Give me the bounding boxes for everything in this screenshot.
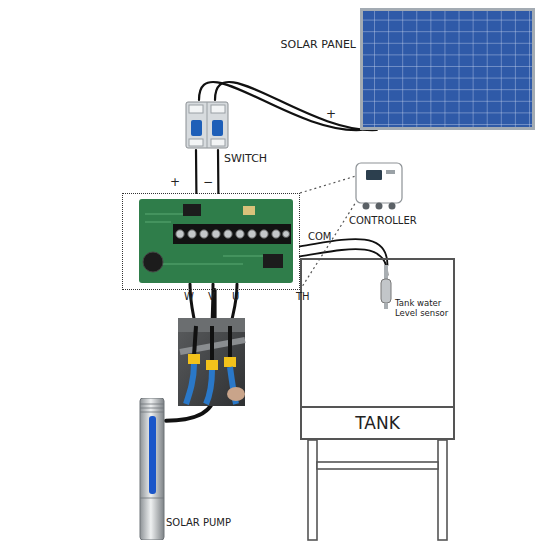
breaker-switch: SWITCH (182, 100, 232, 150)
node-label: SOLAR PUMP (166, 517, 246, 529)
node-label: SWITCH (224, 152, 284, 165)
node-label: SOLAR PANEL (260, 38, 356, 51)
node-label: TANK (302, 413, 453, 433)
controller-icon (356, 163, 402, 210)
wire-label: W (184, 292, 194, 302)
wire-label: + (326, 108, 336, 120)
node-label: Tank water Level sensor (395, 298, 451, 318)
wire-label: V (208, 292, 215, 302)
tank-divider (302, 260, 453, 438)
level-sensor: Tank water Level sensor (380, 265, 455, 335)
node-label: CONTROLLER (349, 215, 429, 227)
water-tank: TANK Tank water Level sensor (300, 258, 455, 440)
submersible-pump-art (138, 398, 166, 540)
wire-label: − (203, 176, 213, 188)
wire-label: COM (308, 232, 331, 242)
breaker-switch-art (182, 100, 232, 150)
float-sensor-art (380, 265, 394, 335)
tank-stand (308, 440, 447, 540)
leader-lines (300, 176, 356, 290)
wire-label: U (232, 292, 239, 302)
wire-label: TH (296, 292, 310, 302)
solar-panel: SOLAR PANEL (360, 8, 535, 130)
wire-path (300, 249, 388, 275)
wire-connector (196, 150, 218, 193)
solar-panel-art (360, 8, 535, 130)
wire-label: + (170, 176, 180, 188)
wire-path (215, 82, 377, 130)
wire-path (195, 150, 198, 193)
controller-box: CONTROLLER (122, 193, 300, 290)
solar-pump: SOLAR PUMP (138, 398, 166, 540)
cable-photo (178, 318, 245, 406)
wire-path (217, 150, 220, 193)
controller-board-art (123, 194, 298, 288)
